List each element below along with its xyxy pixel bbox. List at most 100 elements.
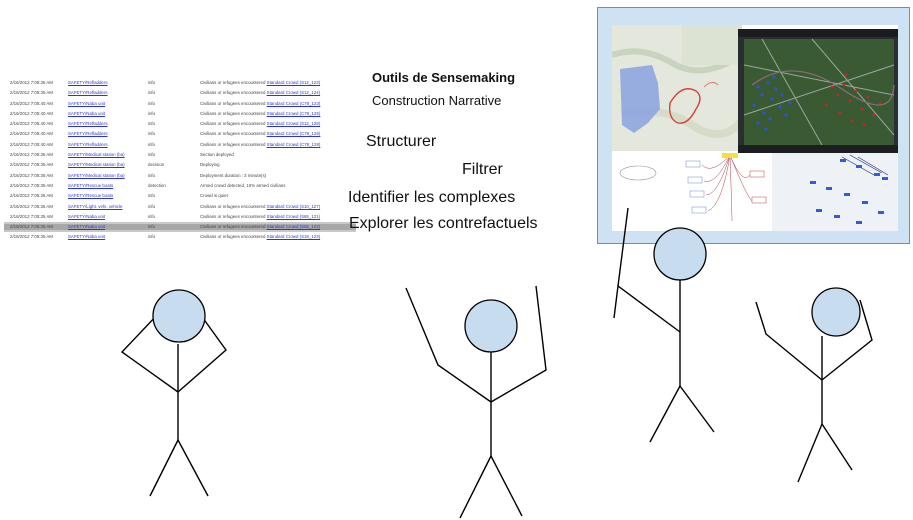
log-message-cell: Civilians or refugees encountered Standa… [200, 232, 320, 242]
head-figure-1 [152, 289, 206, 343]
log-time: 2/16/2012 7:05:40 AM [10, 121, 53, 127]
log-level: info [148, 80, 156, 85]
stick-figure-2 [405, 285, 547, 519]
log-message: Civilians or refugees encountered [200, 110, 266, 116]
log-row[interactable]: 2/16/2012 7:05:35 AM SAFETY/Rescue boats d… [4, 181, 356, 191]
log-entity-link[interactable]: Standard Crowd (C78_126) [266, 131, 321, 137]
log-source-link[interactable]: SAFETY/Refladders [68, 141, 108, 147]
log-source-link[interactable]: SAFETY/Naba unit [68, 110, 106, 116]
log-time: 2/16/2012 7:05:35 AM [10, 203, 53, 209]
log-message-cell: Section deployed [200, 150, 234, 160]
event-log-table: 2/16/2012 7:05:35 AM SAFETY/Refladders inf… [4, 78, 356, 243]
stick-figure-4 [755, 299, 873, 483]
log-row[interactable]: 2/16/2012 7:05:35 AM SAFETY/Naba unit info… [4, 222, 356, 233]
log-message: Civilians or refugees encountered [200, 100, 266, 106]
sensemaking-screen [597, 7, 910, 244]
log-row[interactable]: 2/16/2012 7:05:35 AM SAFETY/Refladders inf… [4, 88, 356, 98]
log-level: info [148, 152, 156, 158]
log-time: 2/16/2012 7:05:40 AM [10, 110, 53, 116]
log-time: 2/16/2012 7:05:35 AM [10, 193, 53, 199]
log-source-link[interactable]: SAFETY/Naba unit [68, 100, 106, 106]
log-source-link[interactable]: SAFETY/Rescue boats [68, 182, 114, 188]
screen-collage [612, 25, 898, 231]
mindmap-links [701, 154, 753, 222]
blue-units [752, 75, 792, 131]
log-time: 2/16/2012 7:05:35 AM [10, 162, 53, 168]
log-time: 2/16/2012 7:05:35 AM [10, 172, 53, 178]
log-message-cell: Armed crowd detected, 10% armed civilian… [200, 181, 285, 191]
log-source-link[interactable]: SAFETY/Refladders [68, 90, 108, 96]
log-level: info [148, 224, 156, 230]
log-row[interactable]: 2/16/2012 7:05:35 AM SAFETY/Light. vehi. … [4, 202, 356, 212]
log-level: info [148, 213, 156, 219]
log-entity-link[interactable]: Standard Crowd (S12_128) [266, 121, 321, 127]
log-message-cell: Civilians or refugees encountered Standa… [200, 119, 320, 129]
log-entity-link[interactable]: Standard Crowd (S12_123) [266, 80, 321, 85]
log-time: 2/16/2012 7:05:40 AM [10, 141, 53, 147]
concept-explorer: Explorer les contrefactuels [349, 215, 538, 232]
log-time: 2/16/2012 7:05:35 AM [10, 213, 53, 219]
log-level: info [148, 131, 156, 137]
log-source-link[interactable]: SAFETY/Refladders [68, 131, 108, 137]
log-message: Civilians or refugees encountered [200, 224, 266, 230]
log-message: Deploying [200, 162, 220, 168]
log-row[interactable]: 2/16/2012 7:05:35 AM SAFETY/Medical stati… [4, 160, 356, 170]
log-message-cell: Civilians or refugees encountered Standa… [200, 129, 320, 139]
log-message: Civilians or refugees encountered [200, 213, 266, 219]
log-row[interactable]: 2/16/2012 7:05:35 AM SAFETY/Naba unit info… [4, 212, 356, 222]
log-level: info [148, 193, 156, 199]
log-entity-link[interactable]: Standard Crowd (S12_124) [266, 90, 321, 96]
log-message: Civilians or refugees encountered [200, 80, 266, 85]
log-message-cell: Deploying [200, 160, 220, 170]
log-time: 2/16/2012 7:05:35 AM [10, 90, 53, 96]
log-message: Section deployed [200, 152, 234, 158]
log-entity-link[interactable]: Standard Crowd (S65_122) [266, 224, 321, 230]
log-source-link[interactable]: SAFETY/Rescue boats [68, 193, 114, 199]
log-time: 2/16/2012 7:05:35 AM [10, 224, 53, 230]
log-row[interactable]: 2/16/2012 7:05:35 AM SAFETY/Refladders inf… [4, 78, 356, 88]
log-entity-link[interactable]: Standard Crowd (C78_125) [266, 110, 321, 116]
log-source-link[interactable]: SAFETY/Medical station (ba) [68, 162, 125, 168]
log-level: info [148, 90, 156, 96]
log-message-cell: Crowd is quiet [200, 191, 228, 201]
log-level: info [148, 121, 156, 127]
log-source-link[interactable]: SAFETY/Naba unit [68, 234, 106, 240]
log-message-cell: Civilians or refugees encountered Standa… [200, 99, 320, 109]
log-message: Deployment duration : 3 minute(s) [200, 172, 267, 178]
log-row[interactable]: 2/16/2012 7:05:35 AM SAFETY/Rescue boats i… [4, 191, 356, 201]
log-message: Civilians or refugees encountered [200, 131, 266, 137]
log-source-link[interactable]: SAFETY/Medical station (ba) [68, 152, 125, 158]
log-entity-link[interactable]: Standard Crowd (C78_128) [266, 141, 321, 147]
log-source-link[interactable]: SAFETY/Refladders [68, 121, 108, 127]
log-time: 2/16/2012 7:05:35 AM [10, 182, 53, 188]
log-time: 2/16/2012 7:05:35 AM [10, 80, 53, 85]
screen-content [612, 25, 898, 231]
log-time: 2/16/2012 7:05:35 AM [10, 234, 53, 240]
log-level: info [148, 141, 156, 147]
log-message: Crowd is quiet [200, 193, 228, 199]
log-source-link[interactable]: SAFETY/Naba unit [68, 224, 106, 230]
log-entity-link[interactable]: Standard Crowd (S65_121) [266, 213, 321, 219]
log-row[interactable]: 2/16/2012 7:05:35 AM SAFETY/Medical stati… [4, 171, 356, 181]
log-entity-link[interactable]: Standard Crowd (S10_127) [266, 203, 321, 209]
log-source-link[interactable]: SAFETY/Medical station (ba) [68, 172, 125, 178]
log-level: detection [148, 182, 166, 188]
log-row[interactable]: 2/16/2012 7:05:40 AM SAFETY/Refladders inf… [4, 119, 356, 129]
log-time: 2/16/2012 7:05:40 AM [10, 100, 53, 106]
log-source-link[interactable]: SAFETY/Naba unit [68, 213, 106, 219]
log-entity-link[interactable]: Standard Crowd (S18_123) [266, 234, 321, 240]
log-row[interactable]: 2/16/2012 7:05:40 AM SAFETY/Refladders inf… [4, 140, 356, 150]
red-units [824, 73, 882, 127]
log-entity-link[interactable]: Standard Crowd (C78_123) [266, 100, 321, 106]
log-source-link[interactable]: SAFETY/Light. vehi. vehicle [68, 203, 123, 209]
log-source-link[interactable]: SAFETY/Refladders [68, 80, 108, 85]
log-message: Civilians or refugees encountered [200, 90, 266, 96]
log-level: info [148, 172, 156, 178]
log-message-cell: Civilians or refugees encountered Standa… [200, 109, 320, 119]
